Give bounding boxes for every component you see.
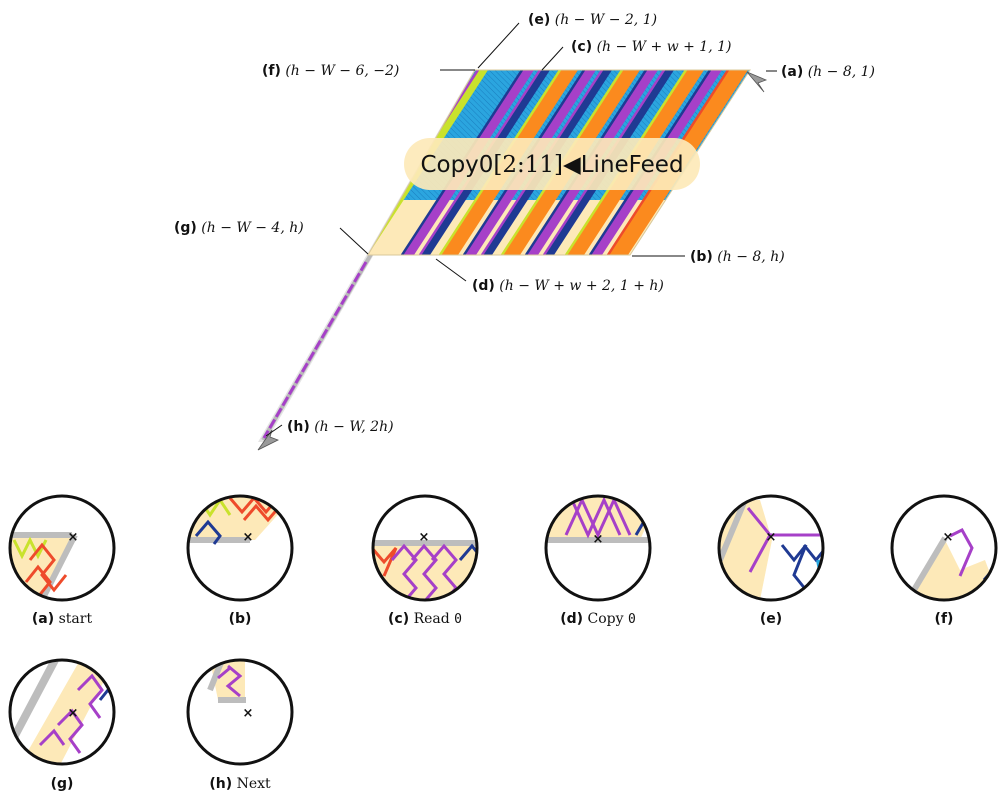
caption-d: (d) Copy 0	[560, 611, 636, 627]
marker-cross-icon: ×	[68, 530, 79, 545]
point-label-h: (h) (h − W, 2h)	[287, 419, 394, 435]
point-callouts: (e) (h − W − 2, 1) (c) (h − W + w + 1, 1…	[174, 12, 875, 437]
panel-e: ×	[717, 494, 825, 602]
panel-b: ×	[186, 494, 294, 602]
zoom-panels: × ×	[8, 494, 998, 766]
panel-captions: (a) start (b) (c) Read 0 (d) Copy 0 (e) …	[32, 611, 954, 792]
caption-h: (h) Next	[209, 776, 271, 792]
caption-f: (f)	[935, 611, 954, 627]
panel-a: ×	[8, 494, 116, 602]
svg-text:×: ×	[943, 530, 954, 545]
point-label-f: (f) (h − W − 6, −2)	[262, 63, 399, 79]
svg-text:×: ×	[243, 706, 254, 721]
point-label-d: (d) (h − W + w + 2, 1 + h)	[472, 278, 664, 294]
svg-text:×: ×	[243, 530, 254, 545]
point-label-e: (e) (h − W − 2, 1)	[528, 12, 657, 28]
svg-text:×: ×	[419, 530, 430, 545]
panel-f: ×	[890, 494, 998, 602]
panel-d: ×	[544, 494, 652, 602]
end-arrow	[257, 429, 279, 451]
svg-text:×: ×	[593, 532, 604, 547]
panel-g: ×	[8, 658, 116, 766]
svg-text:×: ×	[766, 530, 777, 545]
caption-g: (g)	[51, 776, 74, 792]
point-label-g: (g) (h − W − 4, h)	[174, 220, 304, 236]
svg-text:×: ×	[68, 706, 79, 721]
caption-c: (c) Read 0	[388, 611, 462, 627]
caption-a: (a) start	[32, 611, 93, 627]
panel-c: ×	[371, 494, 479, 602]
point-label-b: (b) (h − 8, h)	[690, 249, 785, 265]
title-pill	[404, 138, 700, 190]
caption-e: (e)	[760, 611, 782, 627]
point-label-a: (a) (h − 8, 1)	[781, 64, 875, 80]
point-label-c: (c) (h − W + w + 1, 1)	[571, 39, 731, 55]
panel-h: ×	[186, 658, 294, 766]
start-arrow	[746, 71, 768, 93]
diagram-title: Copy0[2:11]◀LineFeed	[420, 152, 683, 178]
caption-b: (b)	[229, 611, 252, 627]
